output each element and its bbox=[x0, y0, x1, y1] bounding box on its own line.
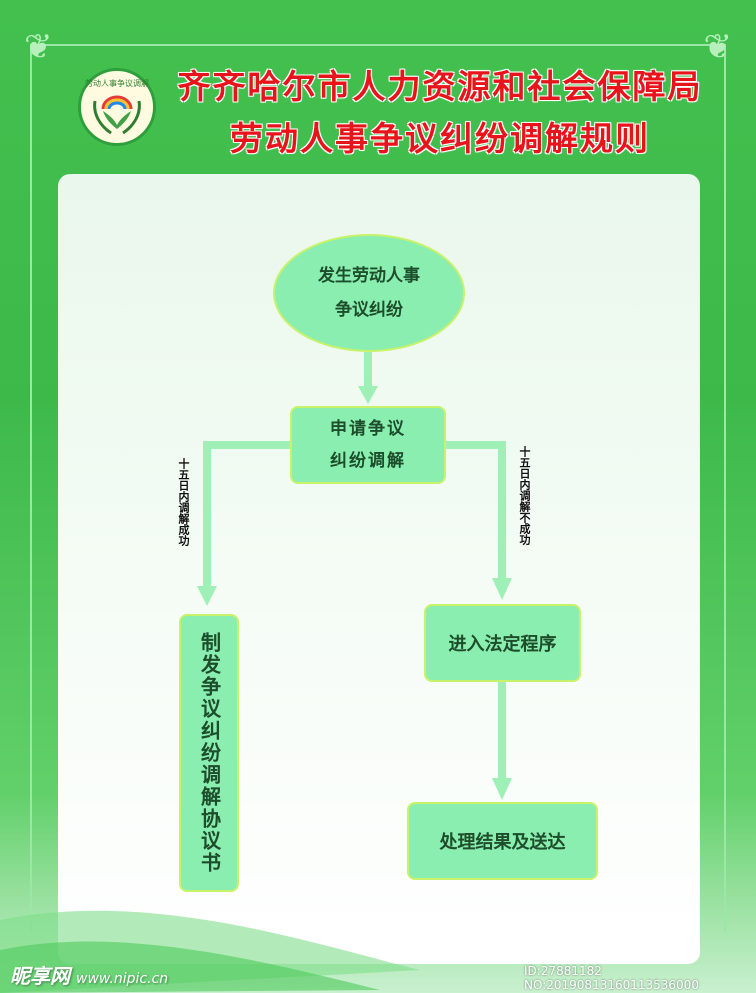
condition-label-success: 十五日内调解成功 bbox=[177, 458, 190, 546]
connector-line bbox=[203, 441, 291, 449]
node-label: 申请争议 纠纷调解 bbox=[330, 419, 406, 471]
rainbow-laurel-icon bbox=[93, 95, 141, 135]
watermark-brand-text: 昵享网 bbox=[10, 964, 70, 988]
logo-text: 劳动人事争议调解 bbox=[85, 79, 149, 88]
connector-line bbox=[446, 441, 506, 449]
node-label: 发生劳动人事 争议纠纷 bbox=[318, 266, 420, 320]
connector-line bbox=[498, 441, 506, 581]
arrow-head-icon bbox=[197, 586, 217, 606]
node-label: 制发争议纠纷调解协议书 bbox=[197, 632, 222, 874]
connector-line bbox=[203, 441, 211, 591]
connector-line bbox=[498, 682, 506, 782]
node-legal-procedure: 进入法定程序 bbox=[424, 604, 581, 682]
arrow-head-icon bbox=[358, 386, 378, 404]
decorative-wave bbox=[0, 910, 420, 993]
corner-ornament-icon: ❦ bbox=[24, 27, 53, 67]
logo: 劳动人事争议调解 bbox=[78, 68, 156, 146]
page-subtitle: 劳动人事争议纠纷调解规则 bbox=[230, 119, 650, 158]
watermark-brand: 昵享网 www.nipic.cn bbox=[10, 960, 168, 989]
connector-line bbox=[364, 352, 372, 392]
node-result-delivery: 处理结果及送达 bbox=[407, 802, 598, 880]
watermark-url: www.nipic.cn bbox=[76, 971, 169, 987]
watermark-id: ID:27881182 NO:20190813160113536000 bbox=[524, 964, 699, 992]
node-label: 处理结果及送达 bbox=[439, 832, 566, 853]
condition-label-failure: 十五日内调解不成功 bbox=[518, 446, 531, 545]
frame-top-line bbox=[30, 44, 726, 46]
node-dispute-occurs: 发生劳动人事 争议纠纷 bbox=[273, 234, 465, 352]
page-title: 齐齐哈尔市人力资源和社会保障局 bbox=[177, 67, 703, 106]
node-issue-agreement: 制发争议纠纷调解协议书 bbox=[179, 614, 239, 892]
node-label: 进入法定程序 bbox=[448, 634, 557, 655]
arrow-head-icon bbox=[492, 578, 512, 600]
frame-right-line bbox=[724, 44, 726, 933]
node-apply-mediation: 申请争议 纠纷调解 bbox=[290, 406, 446, 484]
arrow-head-icon bbox=[492, 778, 512, 800]
frame-left-line bbox=[30, 44, 32, 933]
corner-ornament-icon: ❦ bbox=[703, 27, 733, 67]
